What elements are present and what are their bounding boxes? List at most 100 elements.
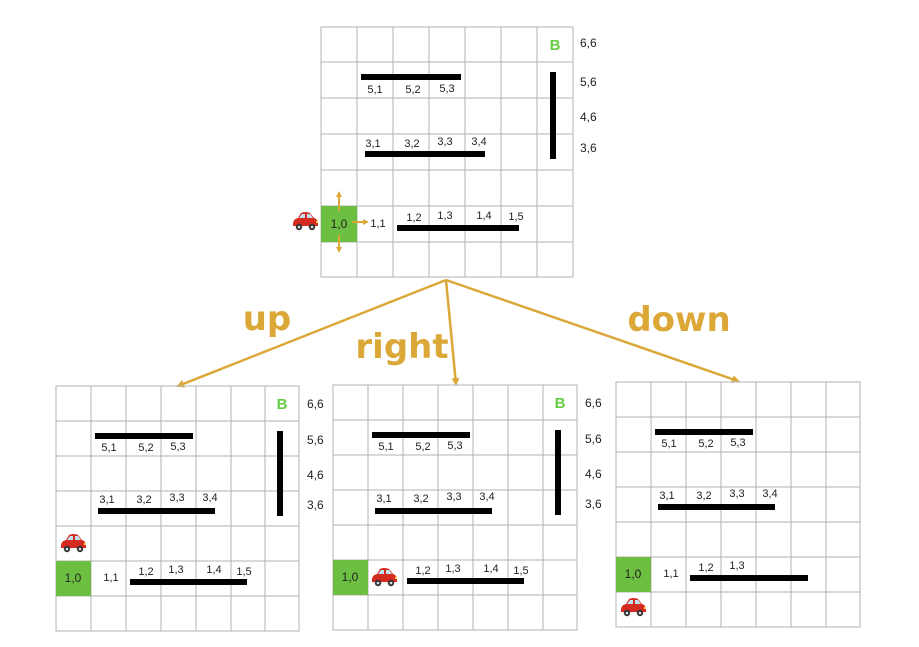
main-side-label: 4,6 xyxy=(580,110,597,124)
main-side-label: 6,6 xyxy=(580,36,597,50)
right-side-label: 3,6 xyxy=(585,497,602,511)
main-cell-label: 5,3 xyxy=(439,83,454,95)
up-cell-label: 3,3 xyxy=(169,492,184,504)
down-cell-label: 3,3 xyxy=(729,488,744,500)
right-cell-label: 3,1 xyxy=(376,493,391,505)
up-goal-label: B xyxy=(277,396,288,413)
down-cell-label: 1,1 xyxy=(663,568,678,580)
down-wall-row1 xyxy=(690,575,808,581)
up-cell-label: 3,4 xyxy=(202,492,217,504)
main-cell-label: 5,2 xyxy=(405,84,420,96)
right-side-label: 4,6 xyxy=(585,467,602,481)
up-cell-label: 1,1 xyxy=(103,572,118,584)
down-start-cell xyxy=(616,557,651,592)
right-cell-label: 3,4 xyxy=(479,491,494,503)
up-cell-label: 1,5 xyxy=(236,566,251,578)
car-icon xyxy=(293,212,318,231)
car-icon xyxy=(621,598,646,617)
down-cell-label: 5,3 xyxy=(730,437,745,449)
down-cell-label: 1,3 xyxy=(729,560,744,572)
down-cell-label: 3,2 xyxy=(696,490,711,502)
main-cell-label: 3,3 xyxy=(437,136,452,148)
car-icon xyxy=(372,568,397,587)
up-cell-label: 1,3 xyxy=(168,564,183,576)
right-wall-row5 xyxy=(372,432,470,438)
right-start-cell xyxy=(333,560,368,595)
main-grid: 1,0 B 5,1 5,2 5,3 3,1 3,2 3,3 3,4 1,1 1,… xyxy=(293,26,597,278)
main-cell-label: 3,4 xyxy=(471,136,486,148)
main-goal-label: B xyxy=(550,37,561,54)
up-start-cell xyxy=(56,561,91,596)
right-wall-vertical xyxy=(555,430,561,515)
right-grid-lines xyxy=(332,384,578,631)
up-cell-label: 5,3 xyxy=(170,441,185,453)
right-cell-label: 5,1 xyxy=(378,441,393,453)
up-wall-vertical xyxy=(277,431,283,516)
right-goal-label: B xyxy=(555,395,566,412)
up-cell-label: 5,2 xyxy=(138,442,153,454)
down-wall-row3 xyxy=(658,504,775,510)
up-start-label: 1,0 xyxy=(65,571,82,585)
action-label-right: right xyxy=(355,327,448,367)
down-grid-lines xyxy=(615,381,861,628)
main-cell-label: 1,5 xyxy=(508,211,523,223)
right-cell-label: 1,3 xyxy=(445,563,460,575)
main-cell-label: 1,3 xyxy=(437,210,452,222)
right-cell-label: 5,3 xyxy=(447,440,462,452)
up-arrow xyxy=(176,278,447,388)
main-start-label: 1,0 xyxy=(331,217,348,231)
main-cell-label: 1,2 xyxy=(406,212,421,224)
main-side-label: 5,6 xyxy=(580,75,597,89)
down-cell-label: 5,2 xyxy=(698,438,713,450)
up-side-label: 3,6 xyxy=(307,498,324,512)
main-wall-vertical xyxy=(550,72,556,159)
up-side-label: 5,6 xyxy=(307,433,324,447)
direction-arrows-icon xyxy=(336,191,369,253)
main-side-label: 3,6 xyxy=(580,141,597,155)
down-wall-row5 xyxy=(655,429,753,435)
right-grid: 1,0 B 5,1 5,2 5,3 3,1 3,2 3,3 3,4 1,2 1,… xyxy=(332,384,602,631)
down-cell-label: 3,4 xyxy=(762,488,777,500)
up-cell-label: 1,2 xyxy=(138,566,153,578)
main-wall-row5 xyxy=(361,74,461,80)
transition-arrows xyxy=(176,278,740,388)
action-label-down: down xyxy=(627,300,730,340)
right-wall-row1 xyxy=(407,578,524,584)
down-arrow xyxy=(445,278,740,383)
right-arrow xyxy=(444,279,460,386)
main-cell-label: 3,1 xyxy=(365,138,380,150)
main-cell-label: 1,4 xyxy=(476,210,491,222)
down-grid: 1,0 5,1 5,2 5,3 3,1 3,2 3,3 3,4 1,1 1,2 … xyxy=(615,381,861,628)
up-wall-row5 xyxy=(95,433,193,439)
main-wall-row1 xyxy=(397,225,519,231)
right-start-label: 1,0 xyxy=(342,570,359,584)
down-cell-label: 5,1 xyxy=(661,438,676,450)
right-wall-row3 xyxy=(375,508,492,514)
down-cell-label: 3,1 xyxy=(659,490,674,502)
right-cell-label: 3,3 xyxy=(446,491,461,503)
right-cell-label: 1,2 xyxy=(415,565,430,577)
right-side-label: 6,6 xyxy=(585,396,602,410)
main-cell-label: 1,1 xyxy=(370,218,385,230)
up-cell-label: 1,4 xyxy=(206,564,221,576)
right-cell-label: 3,2 xyxy=(413,493,428,505)
up-wall-row1 xyxy=(130,579,247,585)
car-icon xyxy=(61,534,86,553)
up-wall-row3 xyxy=(98,508,215,514)
up-cell-label: 5,1 xyxy=(101,442,116,454)
action-label-up: up xyxy=(243,299,292,339)
up-grid: 1,0 B 5,1 5,2 5,3 3,1 3,2 3,3 3,4 1,1 1,… xyxy=(55,385,324,632)
up-side-label: 6,6 xyxy=(307,397,324,411)
main-wall-row3 xyxy=(365,151,485,157)
main-cell-label: 5,1 xyxy=(367,84,382,96)
right-side-label: 5,6 xyxy=(585,432,602,446)
right-cell-label: 5,2 xyxy=(415,441,430,453)
right-cell-label: 1,5 xyxy=(513,565,528,577)
up-cell-label: 3,1 xyxy=(99,494,114,506)
main-cell-label: 3,2 xyxy=(404,138,419,150)
down-start-label: 1,0 xyxy=(625,567,642,581)
up-side-label: 4,6 xyxy=(307,468,324,482)
down-cell-label: 1,2 xyxy=(698,562,713,574)
right-cell-label: 1,4 xyxy=(483,563,498,575)
